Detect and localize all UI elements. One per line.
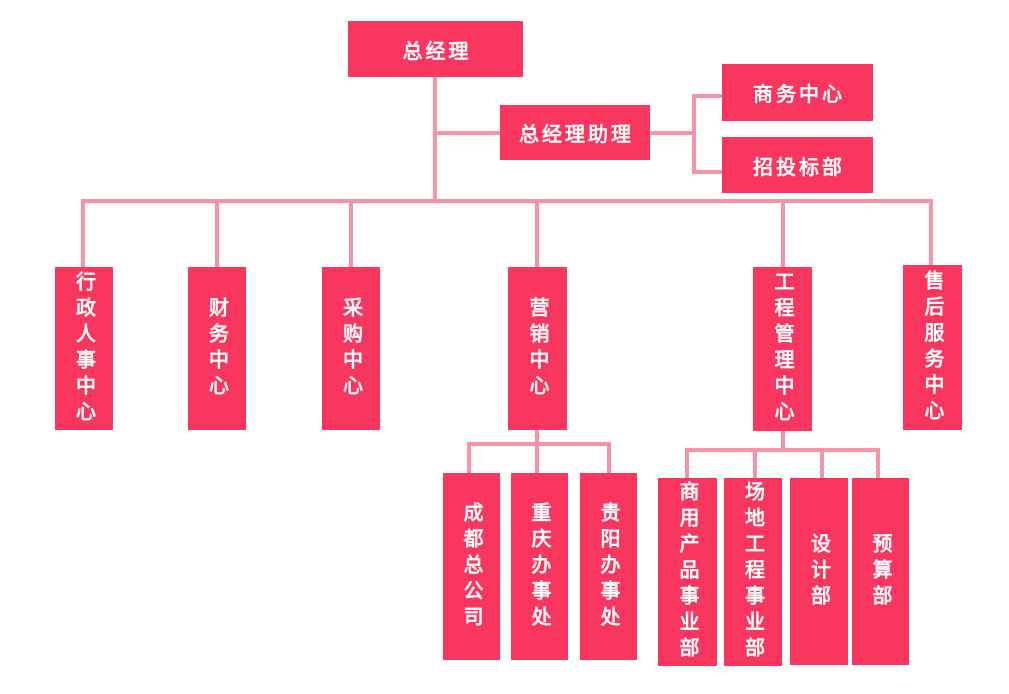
connector-marketing-horizontal	[467, 442, 611, 446]
node-label: 财务中心	[205, 296, 228, 401]
connector-stub-budget	[876, 448, 880, 478]
connector-stub-finance	[215, 203, 219, 267]
connector-assistant-right	[650, 131, 694, 135]
node-design-dept[interactable]: 设计部	[790, 478, 848, 665]
connector-business-link	[694, 94, 722, 98]
node-business-center[interactable]: 商务中心	[722, 64, 873, 121]
node-label: 总经理	[402, 40, 472, 63]
connector-stub-admin-hr	[81, 199, 85, 267]
connector-stub-chengdu	[467, 442, 471, 473]
node-chongqing-office[interactable]: 重庆办事处	[511, 473, 568, 660]
connector-stub-marketing	[535, 203, 539, 267]
connector-bidding-link	[694, 170, 722, 174]
connector-assistant-left	[435, 131, 500, 135]
connector-marketing-drop	[535, 430, 539, 446]
node-label: 商用产品事业部	[676, 481, 698, 663]
node-admin-hr-center[interactable]: 行政人事中心	[55, 267, 113, 430]
node-commercial-products-bu[interactable]: 商用产品事业部	[658, 478, 717, 666]
connector-stub-commercial	[685, 448, 689, 478]
connector-stub-engineering	[781, 203, 785, 267]
node-marketing-center[interactable]: 营销中心	[508, 267, 567, 430]
connector-main-horizontal	[81, 199, 933, 203]
node-budget-dept[interactable]: 预算部	[852, 478, 909, 665]
node-label: 行政人事中心	[72, 270, 95, 427]
node-gm-assistant[interactable]: 总经理助理	[500, 105, 650, 160]
connector-gm-drop	[433, 77, 437, 203]
node-guiyang-office[interactable]: 贵阳办事处	[580, 473, 637, 660]
connector-engineering-drop	[781, 431, 785, 452]
node-label: 重庆办事处	[528, 501, 550, 632]
connector-stub-procurement	[349, 203, 353, 267]
node-label: 售后服务中心	[921, 269, 943, 426]
connector-stub-guiyang	[607, 442, 611, 473]
node-label: 场地工程事业部	[741, 481, 764, 663]
node-label: 总经理助理	[519, 124, 634, 146]
node-aftersales-center[interactable]: 售后服务中心	[903, 265, 962, 430]
connector-assistant-bus	[692, 94, 696, 174]
node-label: 预算部	[869, 532, 891, 611]
node-general-manager[interactable]: 总经理	[348, 21, 523, 77]
node-procurement-center[interactable]: 采购中心	[322, 267, 380, 430]
node-label: 采购中心	[339, 296, 362, 401]
node-label: 成都总公司	[460, 501, 482, 632]
node-label: 招投标部	[753, 156, 845, 179]
node-label: 商务中心	[753, 84, 845, 106]
connector-stub-site-eng	[753, 452, 757, 478]
node-chengdu-hq[interactable]: 成都总公司	[443, 473, 500, 660]
node-label: 设计部	[807, 532, 830, 611]
connector-engineering-horizontal	[685, 448, 880, 452]
connector-stub-aftersales	[929, 199, 933, 265]
node-label: 工程管理中心	[771, 271, 793, 427]
connector-stub-design	[820, 452, 824, 478]
node-bidding-dept[interactable]: 招投标部	[722, 137, 873, 193]
node-site-engineering-bu[interactable]: 场地工程事业部	[724, 478, 782, 666]
node-finance-center[interactable]: 财务中心	[188, 267, 246, 430]
node-engineering-mgmt-center[interactable]: 工程管理中心	[753, 267, 812, 431]
connector-stub-chongqing	[535, 446, 539, 473]
node-label: 营销中心	[526, 296, 548, 401]
node-label: 贵阳办事处	[597, 501, 619, 632]
